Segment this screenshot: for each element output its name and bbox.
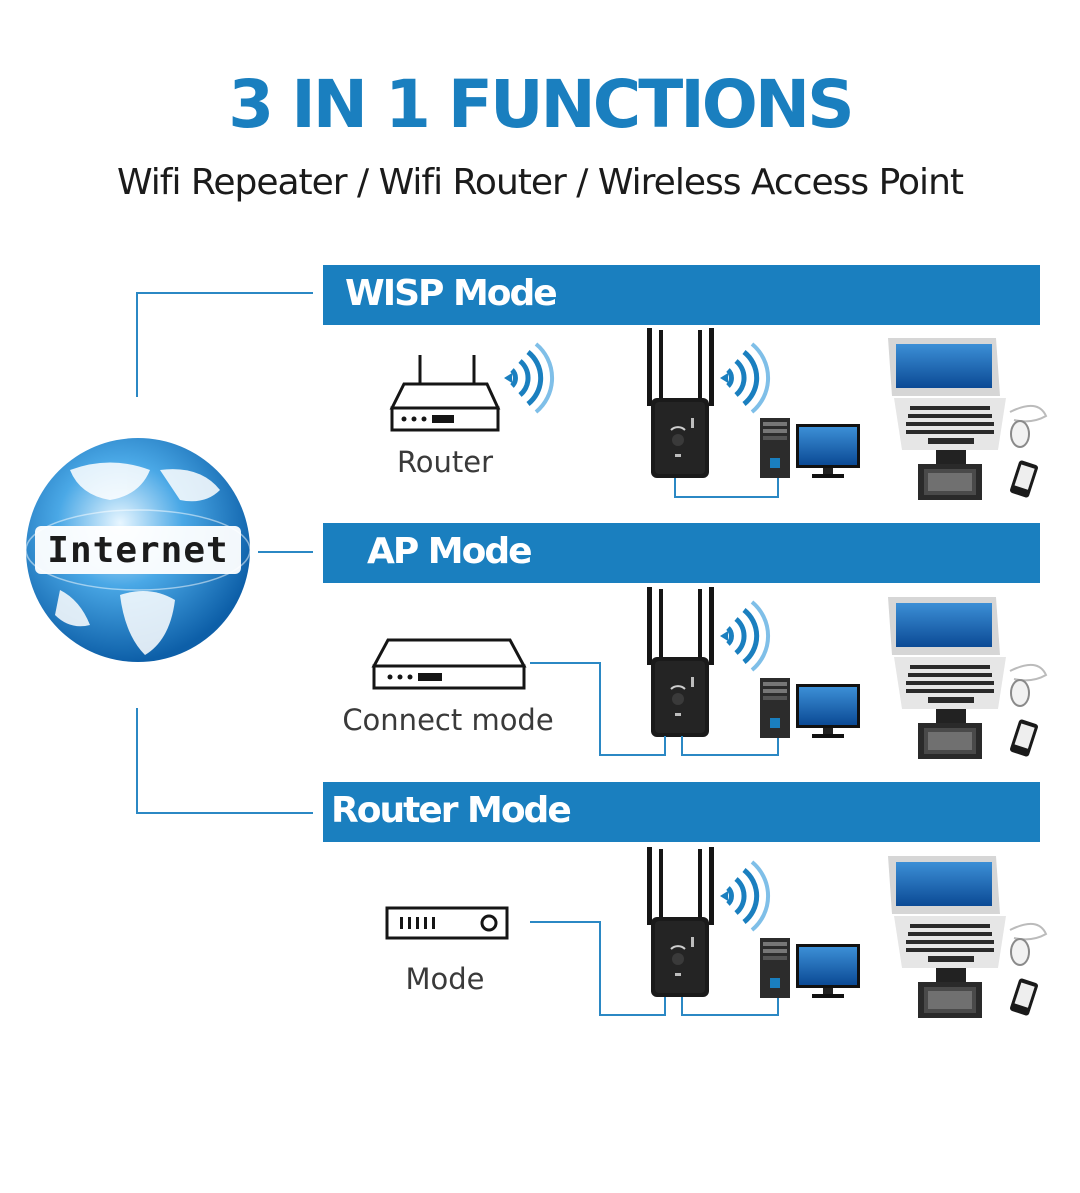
laptop-icon: [887, 337, 1047, 501]
router-mode-band: Router Mode: [323, 782, 1040, 842]
connect-mode-label: Connect mode: [342, 703, 554, 737]
repeater-icon: [646, 586, 715, 738]
internet-label-box: [35, 526, 241, 574]
desktop-pc-icon: [760, 938, 860, 998]
wisp-mode-title: WISP Mode: [345, 273, 558, 314]
repeater-icon: [646, 846, 715, 998]
laptop-icon: [887, 596, 1047, 760]
router-label: Router: [396, 445, 494, 479]
page-subtitle: Wifi Repeater / Wifi Router / Wireless A…: [117, 162, 964, 203]
ap-mode-title: AP Mode: [367, 531, 533, 572]
desktop-pc-icon: [760, 418, 860, 478]
modem-icon: [385, 906, 509, 940]
desktop-pc-icon: [760, 678, 860, 738]
wifi-signal-icon: [720, 602, 768, 670]
ap-mode-band: AP Mode: [323, 523, 1040, 583]
wifi-signal-icon: [720, 862, 768, 930]
wifi-signal-icon: [720, 344, 768, 412]
internet-label: Internet: [47, 530, 229, 571]
router-mode-title: Router Mode: [331, 790, 572, 831]
laptop-icon: [887, 855, 1047, 1019]
page-title: 3 IN 1 FUNCTIONS: [228, 66, 854, 143]
repeater-icon: [646, 327, 715, 479]
router-icon: [389, 355, 501, 432]
mode-label: Mode: [405, 962, 485, 996]
switch-icon: [371, 638, 527, 690]
wifi-signal-icon: [504, 344, 552, 412]
network-connectors: [136, 292, 313, 814]
wisp-mode-band: WISP Mode: [323, 265, 1040, 325]
